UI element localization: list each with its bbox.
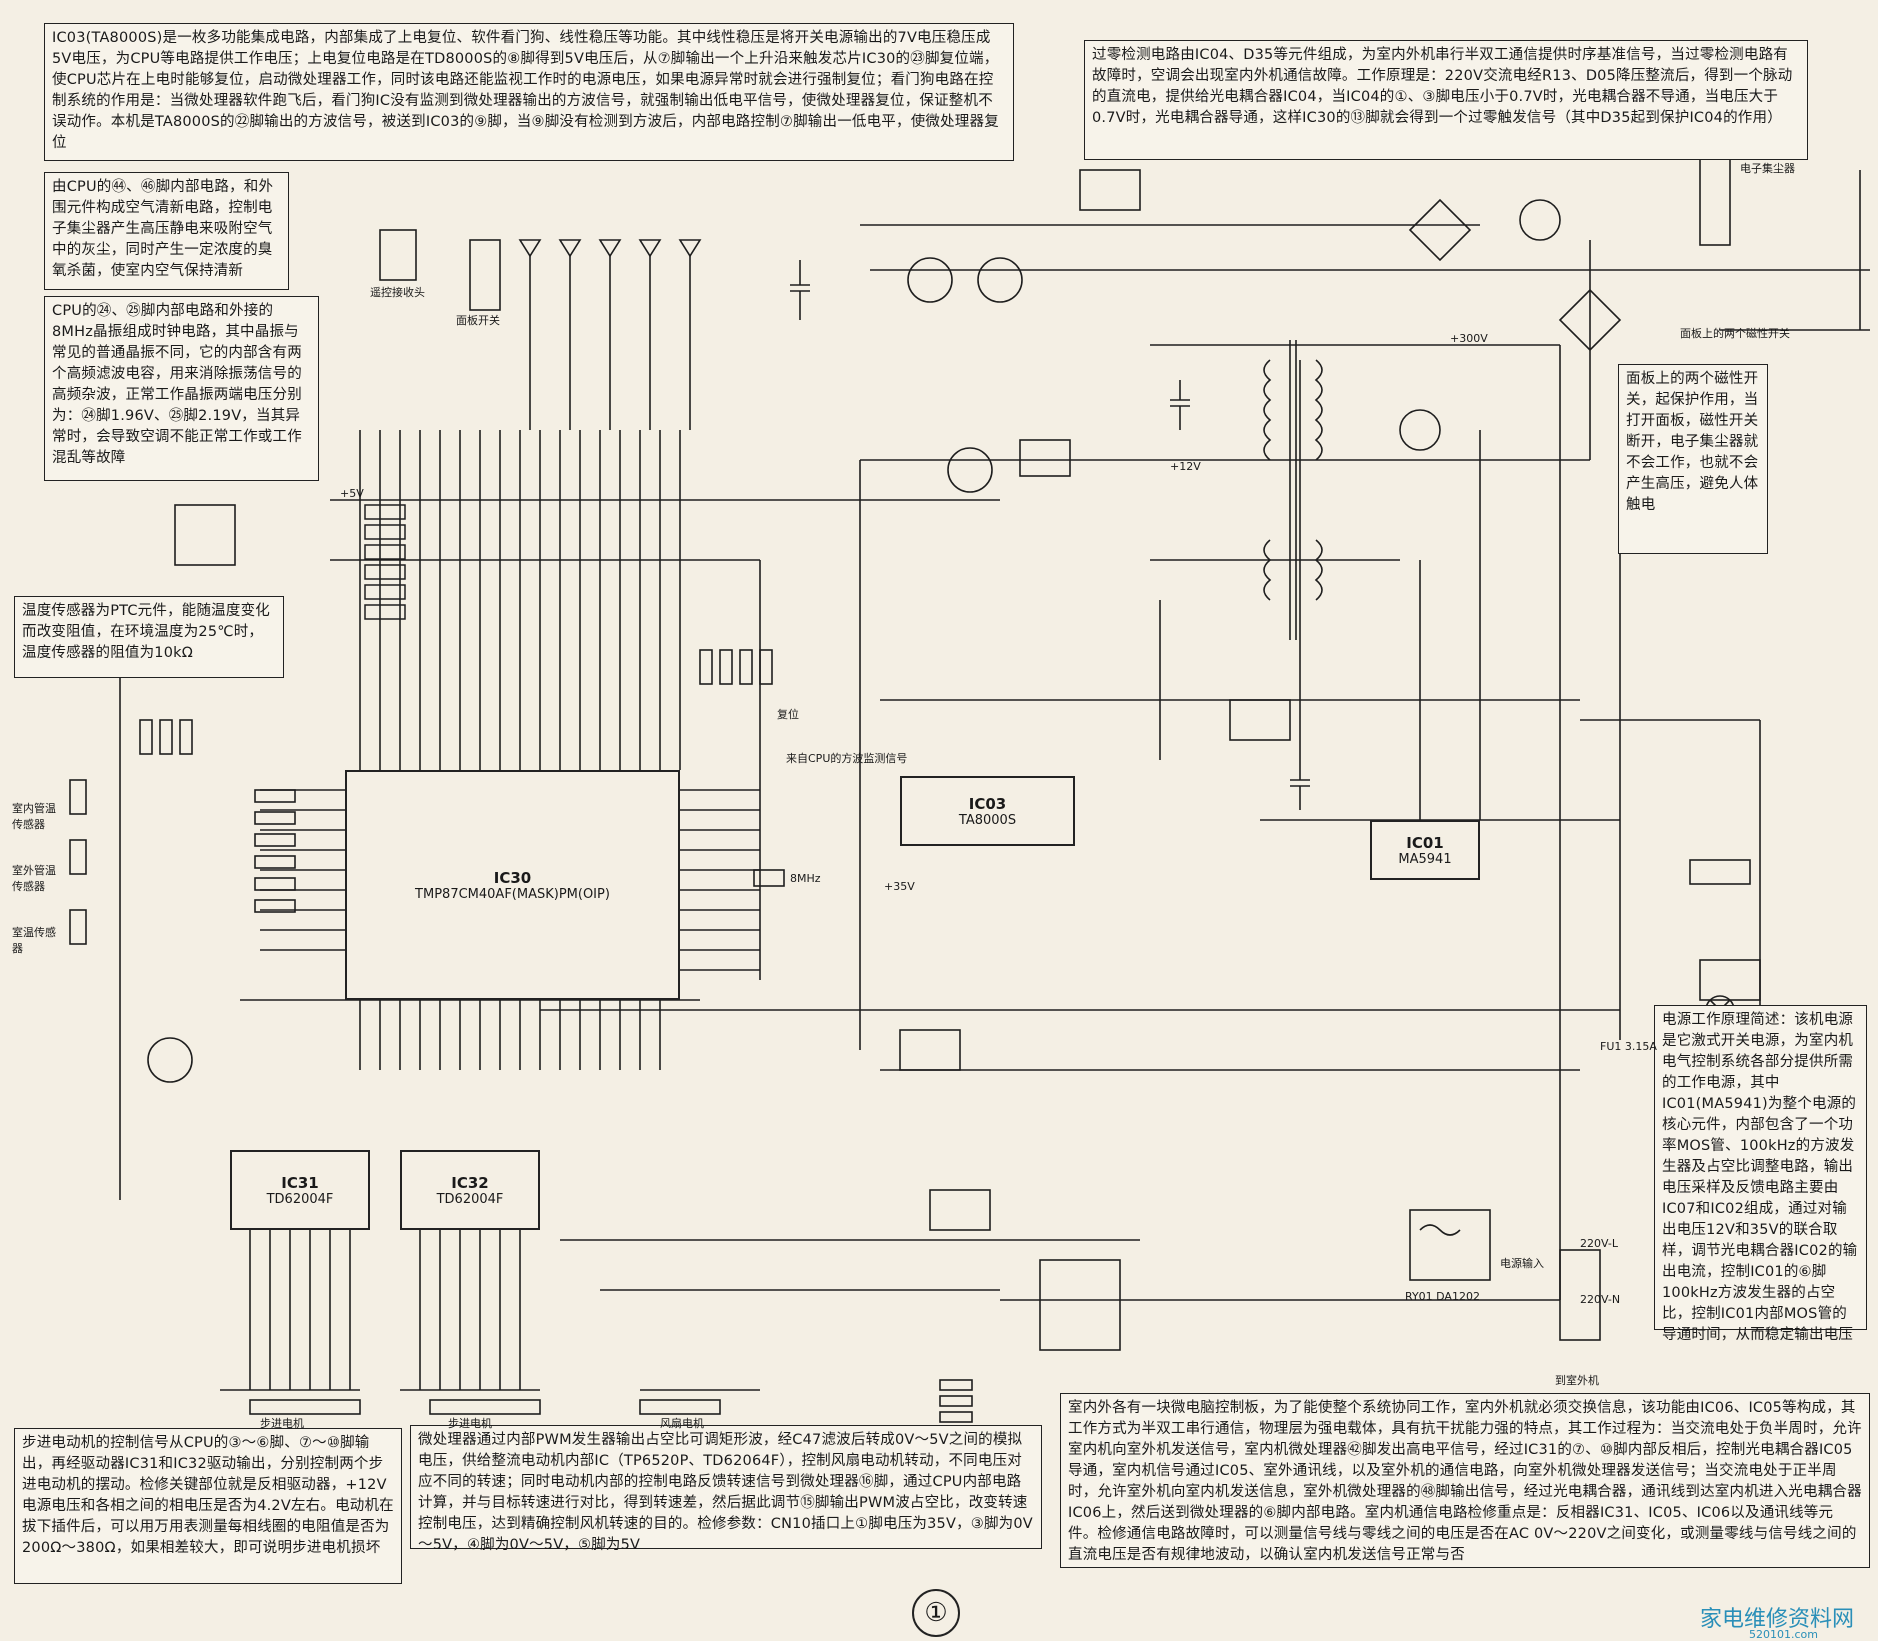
label-5v-rail: +5V	[340, 487, 364, 500]
chip-ic31-driver: IC31 TD62004F	[230, 1150, 370, 1230]
label-35v: +35V	[884, 880, 915, 893]
label-relay: RY01 DA1202	[1405, 1290, 1480, 1303]
label-220v-n: 220V-N	[1580, 1293, 1621, 1306]
label-sensor-indoor-pipe: 室内管温传感器	[12, 802, 56, 831]
label-panel-switch: 面板开关	[456, 314, 500, 327]
chip-ic01-part: MA5941	[1398, 851, 1452, 867]
label-watchdog-signal: 来自CPU的方波监测信号	[786, 752, 908, 765]
label-stepper-motor-2: 步进电机	[448, 1417, 492, 1430]
watermark-logo: 家电维修资料网	[1699, 1607, 1854, 1632]
chip-ic31-part: TD62004F	[266, 1191, 334, 1207]
label-ionizer: 电子集尘器	[1740, 162, 1795, 175]
label-300v: +300V	[1450, 332, 1488, 345]
label-crystal: 8MHz	[790, 872, 821, 885]
chip-ic32-part: TD62004F	[436, 1191, 504, 1207]
note-power-supply: 电源工作原理简述：该机电源是它激式开关电源，为室内机电气控制系统各部分提供所需的…	[1654, 1005, 1867, 1343]
watermark-url: 520101.com	[1749, 1628, 1818, 1641]
label-reset: 复位	[777, 708, 799, 721]
label-12v: +12V	[1170, 460, 1201, 473]
label-sensor-outdoor-pipe: 室外管温传感器	[12, 864, 56, 893]
label-fan-motor: 风扇电机	[660, 1417, 704, 1430]
chip-ic03-watchdog: IC03 TA8000S	[900, 776, 1075, 846]
label-ac-input: 电源输入	[1500, 1257, 1544, 1270]
note-pwm-fan: 微处理器通过内部PWM发生器输出占空比可调矩形波，经C47滤波后转成0V～5V之…	[410, 1425, 1042, 1553]
note-temp-sensor: 温度传感器为PTC元件，能随温度变化而改变阻值，在环境温度为25℃时，温度传感器…	[14, 596, 284, 678]
chip-ic32-driver: IC32 TD62004F	[400, 1150, 540, 1230]
chip-ic01-pwm: IC01 MA5941	[1370, 820, 1480, 880]
label-fuse: FU1 3.15A	[1600, 1040, 1657, 1053]
chip-ic31-name: IC31	[281, 1173, 319, 1192]
label-sensor-room: 室温传感器	[12, 926, 56, 955]
chip-ic03-name: IC03	[968, 794, 1007, 813]
label-to-outdoor: 到室外机	[1555, 1374, 1599, 1387]
chip-ic03-part: TA8000S	[958, 812, 1017, 828]
chip-ic32-name: IC32	[451, 1173, 489, 1192]
label-stepper-motor-1: 步进电机	[260, 1417, 304, 1430]
note-stepper-motor: 步进电动机的控制信号从CPU的③～⑥脚、⑦～⑩脚输出，再经驱动器IC31和IC3…	[14, 1428, 402, 1584]
chip-ic01-name: IC01	[1406, 833, 1444, 852]
note-clock-circuit: CPU的㉔、㉕脚内部电路和外接的8MHz晶振组成时钟电路，其中晶振与常见的普通晶…	[44, 296, 319, 481]
note-ic03-function: IC03(TA8000S)是一枚多功能集成电路，内部集成了上电复位、软件看门狗、…	[44, 23, 1014, 161]
label-220v-l: 220V-L	[1580, 1237, 1618, 1250]
chip-ic30-cpu: IC30 TMP87CM40AF(MASK)PM(OIP)	[345, 770, 680, 1000]
chip-ic30-name: IC30	[493, 868, 532, 887]
note-magnetic-switch: 面板上的两个磁性开关，起保护作用，当打开面板，磁性开关断开，电子集尘器就不会工作…	[1618, 364, 1768, 554]
page-number: ①	[912, 1589, 960, 1637]
note-communication: 室内外各有一块微电脑控制板，为了能使整个系统协同工作，室内外机就必须交换信息，该…	[1060, 1393, 1870, 1568]
label-magnetic-switch: 面板上的两个磁性开关	[1680, 327, 1790, 340]
note-zero-crossing: 过零检测电路由IC04、D35等元件组成，为室内外机串行半双工通信提供时序基准信…	[1084, 40, 1808, 160]
note-air-cleaner: 由CPU的㊹、㊻脚内部电路，和外围元件构成空气清新电路，控制电子集尘器产生高压静…	[44, 172, 289, 290]
chip-ic30-part: TMP87CM40AF(MASK)PM(OIP)	[415, 886, 610, 902]
label-ir-receiver: 遥控接收头	[370, 286, 425, 299]
